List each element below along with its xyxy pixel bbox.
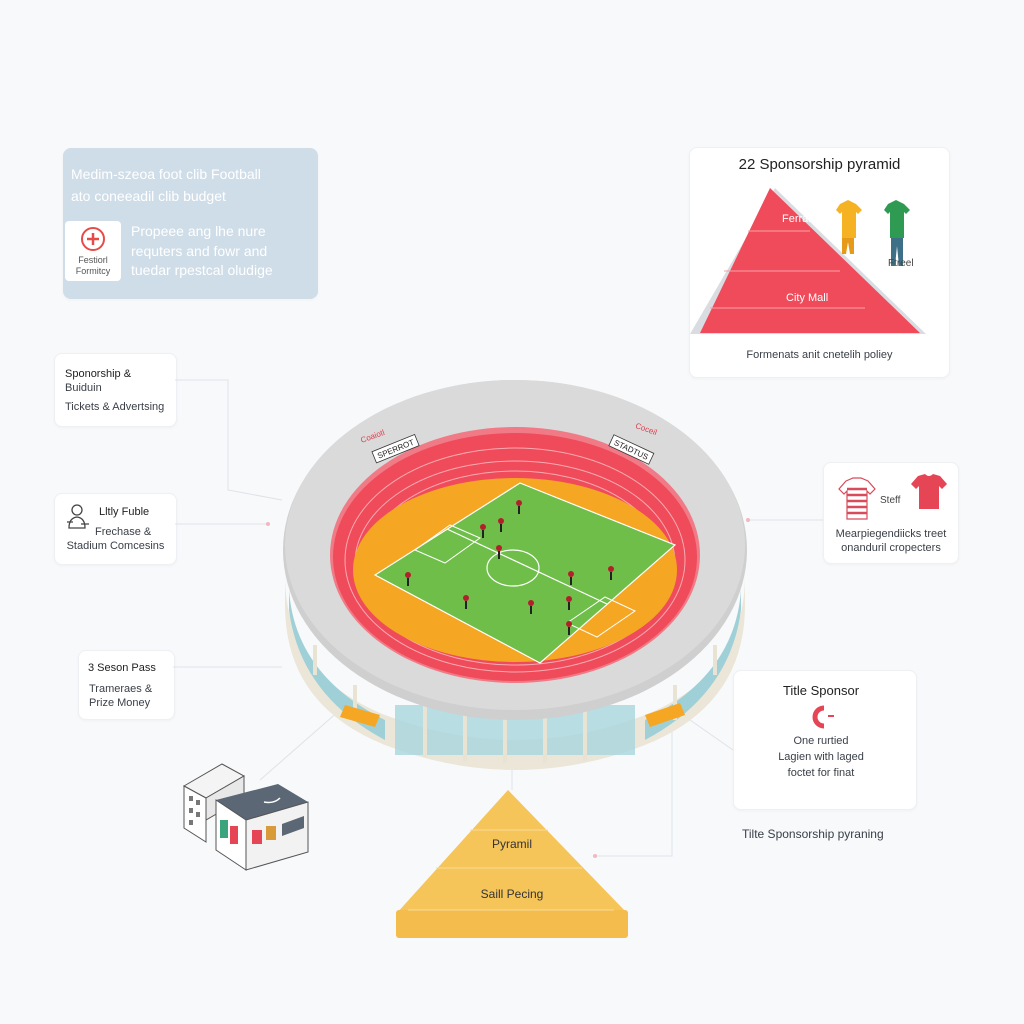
budget-card-body-line2: requters and fowr and bbox=[131, 243, 268, 259]
left-item-season-pass: 3 Seson Pass Trameraes & Prize Money bbox=[78, 650, 175, 720]
club-crest-icon bbox=[81, 227, 105, 251]
bottom-pyramid-graphic bbox=[396, 790, 628, 938]
jersey-label: Ftreel bbox=[888, 258, 914, 269]
bottom-pyramid-tier-top: Pyramil bbox=[491, 837, 532, 851]
person-seated-icon bbox=[67, 504, 89, 529]
left-item-utility: Lltly Fuble Frechase & Stadium Comcesins bbox=[54, 493, 177, 565]
title-sponsor-line1: One rurtied bbox=[793, 735, 849, 747]
club-logo-text-line1: Festiorl bbox=[78, 255, 108, 265]
title-sponsor-card: Title Sponsor One rurtied Lagien with la… bbox=[733, 670, 917, 810]
bottom-pyramid-tier-bottom: Saill Pecing bbox=[480, 887, 544, 901]
left-item-line3: Stadium Comcesins bbox=[66, 540, 165, 552]
budget-card-title-line1: Medim-szeoa foot clib Football bbox=[71, 166, 261, 182]
left-item-line1: 3 Seson Pass bbox=[88, 662, 156, 674]
left-item-line3: Tickets & Advertsing bbox=[65, 401, 165, 413]
merch-line1: Mearpiegendiicks treet bbox=[835, 528, 947, 540]
pyramid-tier-bottom-label: City Mall bbox=[786, 292, 829, 304]
budget-card-body-line1: Propeee ang lhe nure bbox=[131, 223, 266, 239]
pyramid-card-caption: Formenats anit cnetelih poliey bbox=[746, 349, 893, 361]
sponsor-c-logo-icon bbox=[812, 705, 834, 729]
left-item-line1: Lltly Fuble bbox=[99, 506, 150, 518]
club-logo-text-line2: Formitcy bbox=[75, 266, 111, 276]
merch-line2: onanduril cropecters bbox=[841, 542, 941, 554]
left-item-line1: Sponorship & bbox=[65, 368, 132, 380]
striped-jersey-icon bbox=[838, 477, 876, 520]
left-item-line2: Trameraes & bbox=[89, 683, 153, 695]
budget-card: Medim-szeoa foot clib Football ato conee… bbox=[63, 148, 318, 299]
title-sponsor-line2: Lagien with laged bbox=[778, 751, 864, 763]
club-logo-badge: Festiorl Formitcy bbox=[65, 221, 121, 281]
merchandise-card: Steff Mearpiegendiicks treet onanduril c… bbox=[823, 462, 959, 564]
sponsorship-pyramid-graphic bbox=[690, 188, 926, 334]
stadium-illustration: SPERROT STADTUS Coaiotl Coceil bbox=[283, 380, 747, 770]
title-sponsor-title: Title Sponsor bbox=[782, 683, 860, 698]
title-sponsor-line3: foctet for finat bbox=[787, 767, 855, 779]
budget-card-body-line3: tuedar rpestcal oludige bbox=[131, 262, 273, 278]
yellow-jersey-icon bbox=[836, 200, 862, 254]
left-item-line3: Prize Money bbox=[89, 697, 151, 709]
left-item-sponsorship: Sponorship & Buiduin Tickets & Advertsin… bbox=[54, 353, 177, 427]
budget-card-title-line2: ato coneeadil clib budget bbox=[71, 188, 226, 204]
left-item-line2: Frechase & bbox=[95, 526, 152, 538]
pyramid-card-title: 22 Sponsorship pyramid bbox=[738, 156, 901, 173]
left-item-line2: Buiduin bbox=[65, 382, 102, 394]
red-tshirt-icon bbox=[911, 474, 947, 509]
retail-building-icon bbox=[182, 763, 309, 871]
merch-label: Steff bbox=[880, 495, 901, 506]
title-sponsor-caption: Tilte Sponsorship pyraning bbox=[742, 827, 884, 841]
pyramid-tier-top-label: Ferral bbox=[782, 213, 811, 225]
sponsorship-pyramid-card: 22 Sponsorship pyramid Ferral City Mall … bbox=[689, 147, 950, 378]
green-jersey-icon bbox=[884, 200, 910, 266]
